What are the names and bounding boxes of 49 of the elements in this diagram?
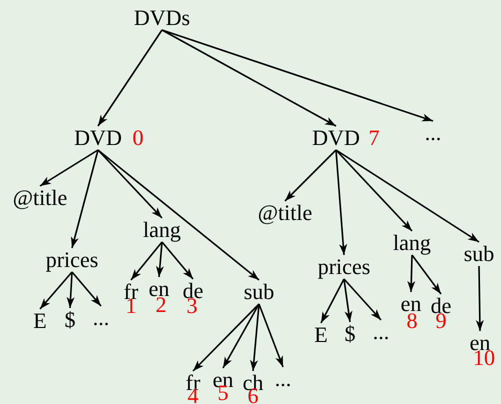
arrow — [162, 29, 434, 122]
index-number: 8 — [406, 310, 418, 332]
tree-node-label: ... — [92, 307, 110, 329]
arrow — [66, 272, 75, 308]
tree-node-label: ... — [274, 368, 292, 390]
tree-node-label: sub — [464, 243, 494, 265]
arrow — [192, 303, 260, 372]
arrow — [320, 278, 345, 324]
tree-node-label: ... — [424, 122, 442, 144]
tree-node-label: DVD — [74, 127, 122, 149]
arrow — [476, 266, 484, 332]
index-number: 7 — [368, 127, 380, 149]
arrow — [335, 149, 413, 232]
arrow — [411, 254, 442, 294]
tree-node-label: $ — [344, 323, 356, 345]
tree-node-label: $ — [64, 309, 76, 331]
tree-node-label: DVDs — [134, 7, 190, 29]
tree-node-label: E — [314, 324, 328, 346]
tree-node-label: lang — [143, 219, 181, 241]
arrow — [284, 149, 337, 202]
arrow — [97, 30, 163, 126]
arrow — [70, 150, 99, 248]
index-number: 0 — [132, 127, 144, 149]
arrow — [336, 149, 480, 243]
tree-node-label: ... — [372, 321, 390, 343]
tree-node-label: lang — [393, 232, 431, 254]
tree-node-label: @title — [258, 202, 312, 224]
arrow — [407, 254, 416, 292]
arrow — [162, 29, 336, 127]
arrow — [343, 278, 352, 322]
tree-node-label: prices — [318, 256, 370, 278]
arrow — [130, 242, 163, 280]
tree-node-label: E — [33, 310, 47, 332]
tree-node-label: sub — [244, 281, 274, 303]
arrow — [40, 149, 98, 187]
tree-node-label: @title — [12, 187, 68, 209]
tree-node-label: DVD — [312, 127, 360, 149]
tree-node-label: prices — [46, 249, 98, 271]
arrow — [98, 149, 260, 281]
arrow — [250, 304, 260, 372]
arrow — [343, 278, 382, 321]
arrow — [161, 241, 194, 280]
arrow — [97, 149, 163, 219]
arrow — [156, 242, 164, 278]
arrow — [258, 304, 284, 368]
arrow — [222, 304, 260, 368]
arrow — [39, 271, 73, 310]
arrow — [71, 271, 102, 307]
arrow — [335, 150, 348, 256]
